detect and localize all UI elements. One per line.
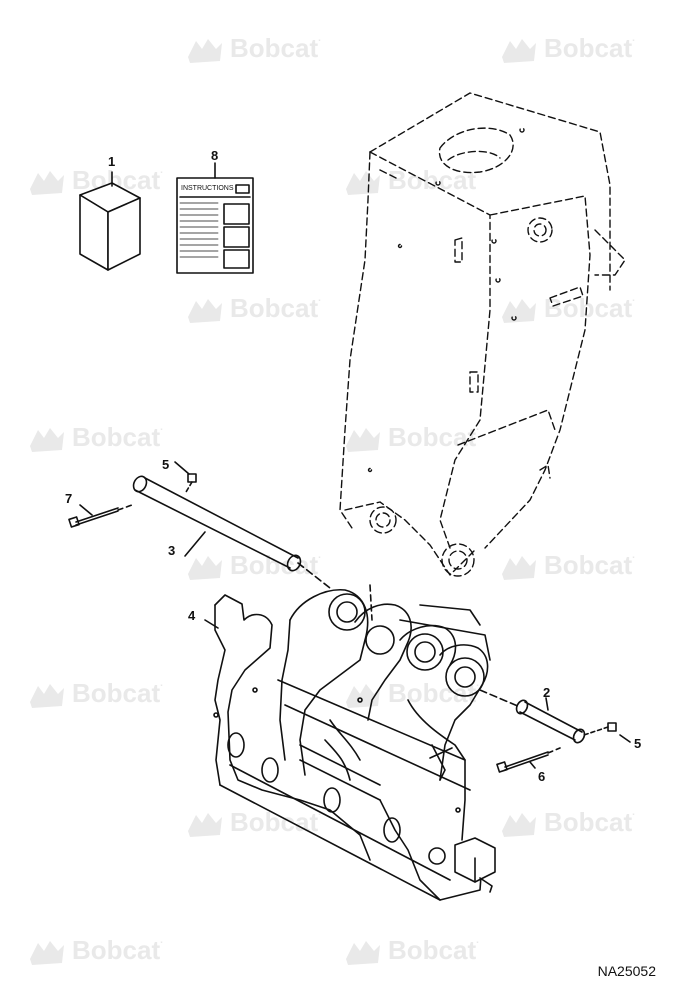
callout-5-top: 5 — [162, 457, 170, 472]
watermark: Bobcat. — [28, 422, 163, 454]
bobcat-logo-icon — [346, 941, 380, 966]
callout-6: 6 — [538, 769, 546, 784]
watermark: Bobcat. — [28, 935, 163, 967]
bobcat-logo-icon — [30, 684, 64, 709]
bobcat-logo-icon — [188, 556, 222, 581]
kit-box — [79, 171, 141, 271]
bobcat-logo-icon — [188, 39, 222, 64]
watermark: Bobcat. — [344, 935, 479, 967]
watermark: Bobcat. — [344, 678, 479, 710]
bobcat-logo-icon — [502, 299, 536, 324]
callout-7: 7 — [65, 491, 73, 506]
coupler-frame — [204, 584, 496, 901]
watermark: Bobcat. — [186, 33, 321, 65]
bobcat-logo-icon — [188, 813, 222, 838]
callout-4: 4 — [188, 608, 196, 623]
callout-2: 2 — [543, 685, 551, 700]
watermark: Bobcat. — [186, 807, 321, 839]
bobcat-logo-icon — [30, 428, 64, 453]
watermark: Bobcat. — [28, 678, 163, 710]
watermark: Bobcat. — [186, 293, 321, 325]
bobcat-logo-icon — [346, 428, 380, 453]
watermark: Bobcat. — [500, 293, 635, 325]
callout-3: 3 — [168, 543, 176, 558]
callout-1: 1 — [108, 154, 116, 169]
bobcat-logo-icon — [30, 941, 64, 966]
callout-5-right: 5 — [634, 736, 642, 751]
figure-reference-code: NA25052 — [597, 963, 656, 979]
bobcat-logo-icon — [188, 299, 222, 324]
bobcat-logo-icon — [502, 39, 536, 64]
pivot-pin-long — [68, 461, 331, 589]
watermark: Bobcat. — [344, 422, 479, 454]
watermark: Bobcat. — [500, 807, 635, 839]
watermark: Bobcat. — [344, 165, 479, 197]
bobcat-logo-icon — [30, 171, 64, 196]
instruction-manual — [176, 162, 254, 274]
callout-8: 8 — [211, 148, 219, 163]
manual-title: INSTRUCTIONS — [181, 185, 234, 192]
bobcat-logo-icon — [346, 171, 380, 196]
watermark: Bobcat. — [500, 33, 635, 65]
bobcat-logo-icon — [502, 813, 536, 838]
watermark: Bobcat. — [186, 550, 321, 582]
loader-arm-phantom — [339, 92, 626, 577]
watermark: Bobcat. — [500, 550, 635, 582]
pivot-pin-short — [479, 689, 631, 773]
bobcat-logo-icon — [502, 556, 536, 581]
